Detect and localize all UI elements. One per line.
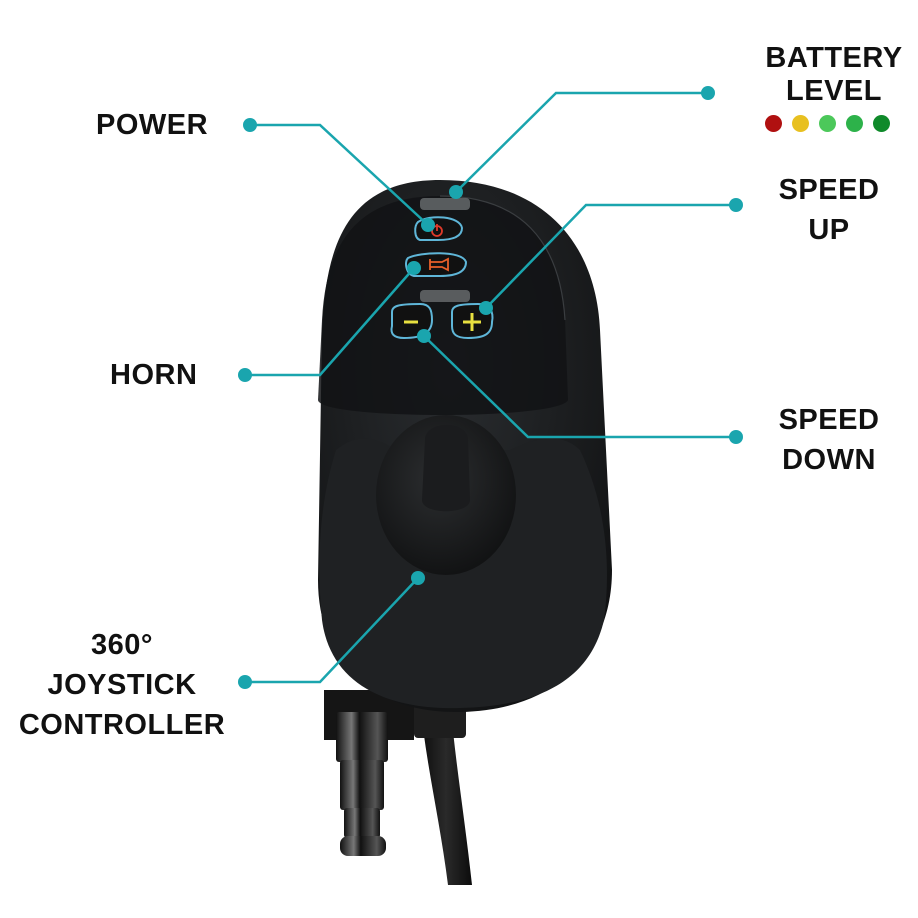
battery-callout-line xyxy=(455,91,708,193)
mount-post xyxy=(336,712,388,762)
speed-led-bar xyxy=(420,290,470,302)
battery-dot-red xyxy=(765,115,782,132)
joystick-stick xyxy=(422,425,470,512)
horn-label: HORN xyxy=(110,359,198,391)
horn-callout-line xyxy=(245,267,415,377)
power-callout-line xyxy=(250,123,429,226)
speed-down-callout-line xyxy=(423,335,736,439)
battery-level-dots xyxy=(765,115,890,132)
battery-led-bar xyxy=(420,198,470,210)
horn-button[interactable] xyxy=(405,252,468,277)
joystick-label: 360° JOYSTICK CONTROLLER xyxy=(18,629,226,741)
battery-dot-green xyxy=(846,115,863,132)
battery-dot-light-green xyxy=(819,115,836,132)
speed-up-label: SPEED UP xyxy=(778,174,880,246)
cable xyxy=(420,700,472,885)
battery-dot-dark-green xyxy=(873,115,890,132)
horn-icon xyxy=(429,257,449,272)
speed-down-label: SPEED DOWN xyxy=(778,404,880,476)
battery-level-label: BATTERY LEVEL xyxy=(765,42,903,107)
battery-dot-yellow xyxy=(792,115,809,132)
speed-up-callout-line xyxy=(485,203,736,309)
power-label: POWER xyxy=(96,109,209,141)
joystick-callout-line xyxy=(245,577,419,684)
